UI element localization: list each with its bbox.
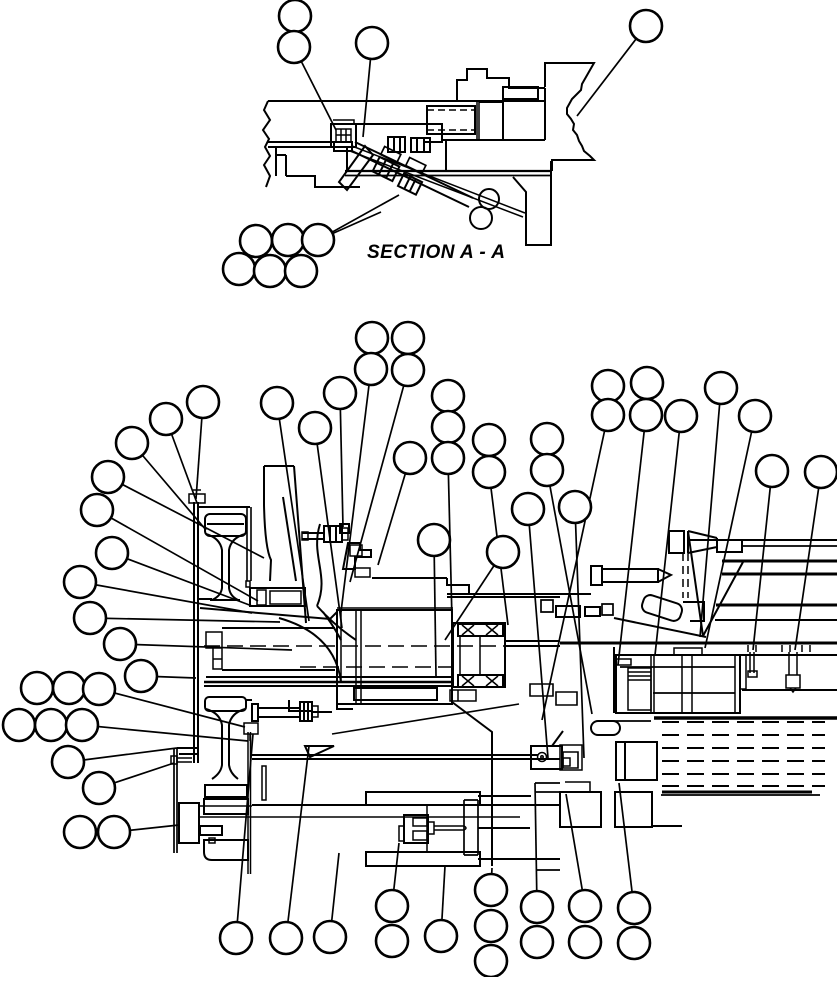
svg-text:SECTION A - A: SECTION A - A: [367, 242, 505, 263]
